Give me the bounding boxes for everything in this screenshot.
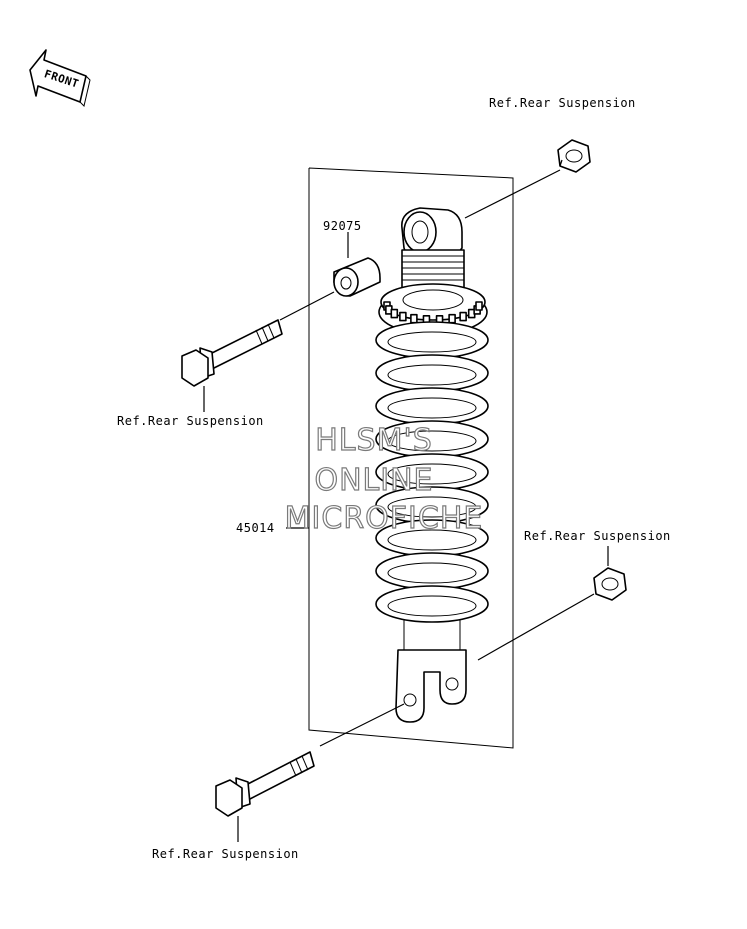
assembly-frame bbox=[308, 167, 514, 749]
lower-nut bbox=[593, 567, 627, 601]
collar-92075 bbox=[333, 257, 381, 297]
label-part-92075: 92075 bbox=[323, 219, 362, 233]
label-ref-lower-nut: Ref.Rear Suspension bbox=[524, 529, 671, 543]
spring-coil bbox=[375, 387, 489, 425]
leader-lower-nut bbox=[477, 593, 595, 661]
spring-coil bbox=[375, 321, 489, 359]
coil-spring bbox=[375, 321, 489, 651]
watermark-line1: HLSM'S bbox=[315, 423, 433, 458]
front-arrow-icon: FRONT bbox=[29, 49, 91, 107]
spring-adjuster-ring bbox=[378, 283, 488, 335]
label-ref-upper-bolt: Ref.Rear Suspension bbox=[117, 414, 264, 428]
shock-top-eye bbox=[401, 207, 465, 291]
label-part-45014: 45014 bbox=[236, 521, 275, 535]
watermark-line2: ONLINE bbox=[314, 463, 433, 498]
spring-coil bbox=[375, 552, 489, 590]
leader-top-nut bbox=[464, 169, 561, 219]
lower-bolt bbox=[215, 751, 315, 817]
label-ref-lower-bolt: Ref.Rear Suspension bbox=[152, 847, 299, 861]
watermark-line3: MICROFICHE bbox=[285, 501, 484, 536]
leader-bolt-collar bbox=[279, 291, 335, 321]
spring-coil bbox=[375, 354, 489, 392]
leader-lower-bolt bbox=[319, 703, 405, 747]
top-nut bbox=[557, 139, 591, 173]
label-ref-top: Ref.Rear Suspension bbox=[489, 96, 636, 110]
upper-bolt bbox=[181, 319, 283, 387]
shock-lower-clevis bbox=[395, 649, 467, 723]
spring-coil bbox=[375, 585, 489, 623]
